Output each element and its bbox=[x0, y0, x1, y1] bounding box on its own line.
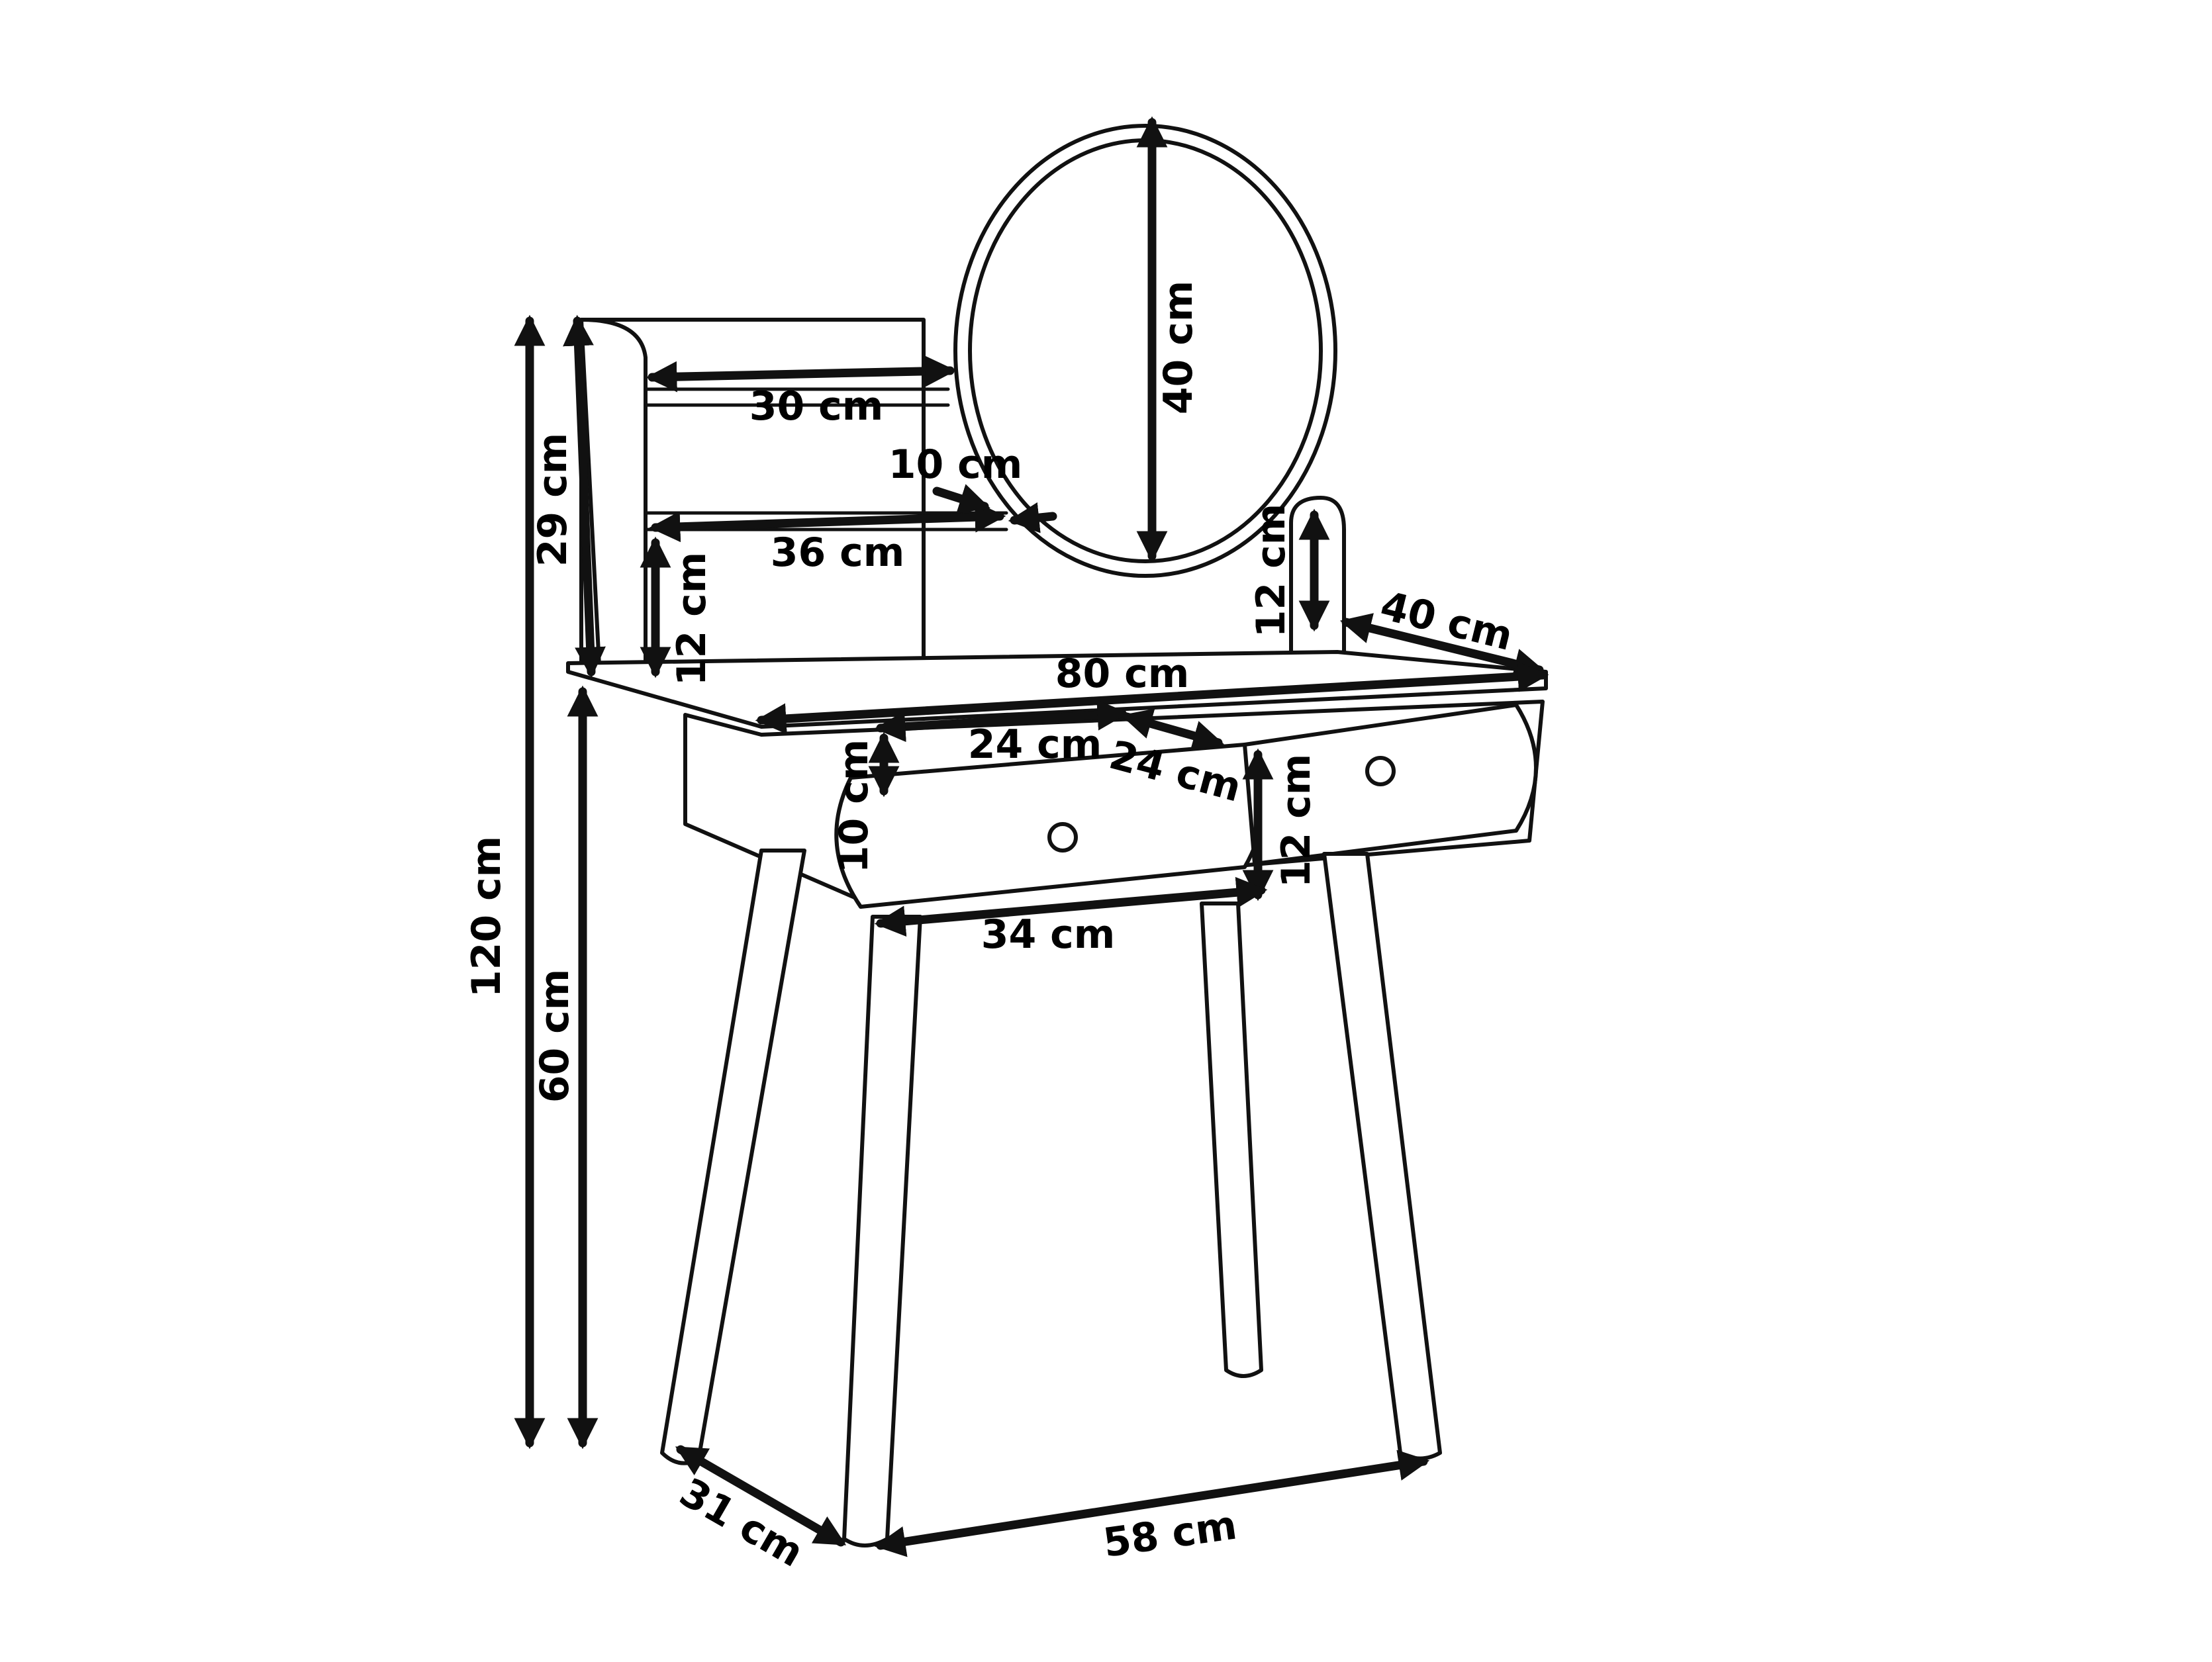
dim-line-mirror-gap-a bbox=[932, 484, 990, 514]
label-lower-shelf-width: 36 cm bbox=[771, 530, 904, 576]
dim-line-leg-width bbox=[874, 1450, 1430, 1557]
dim-line-leg-depth bbox=[675, 1445, 847, 1547]
leg-front-center bbox=[842, 915, 922, 1547]
label-top-width: 80 cm bbox=[1055, 651, 1189, 697]
label-drawer-inner-width: 24 cm bbox=[968, 721, 1102, 768]
leg-back-right bbox=[1200, 901, 1263, 1378]
label-drawer-front-width: 34 cm bbox=[981, 911, 1115, 958]
drawer-left-knob bbox=[1047, 822, 1078, 853]
label-back-lower-height: 12 cm bbox=[669, 552, 715, 686]
dim-line-drawer-inner-depth bbox=[1120, 708, 1225, 751]
label-mirror-diameter: 40 cm bbox=[1155, 281, 1202, 414]
dim-line-drawer-front-width bbox=[874, 876, 1268, 937]
label-mirror-gap: 10 cm bbox=[889, 441, 1022, 488]
dimension-labels: 120 cm 60 cm 29 cm 12 cm 30 cm 36 cm 10 … bbox=[463, 281, 1517, 1577]
label-back-panel-height: 29 cm bbox=[530, 433, 576, 567]
drawer-right-knob bbox=[1365, 756, 1396, 786]
label-upper-shelf-width: 30 cm bbox=[749, 383, 883, 430]
dimension-lines bbox=[514, 116, 1549, 1557]
dim-line-mirror-gap-b bbox=[1008, 502, 1057, 533]
mirror-glass bbox=[968, 138, 1323, 563]
label-side-post-height: 12 cm bbox=[1248, 504, 1294, 637]
leg-front-left bbox=[660, 849, 806, 1465]
label-drawer-front-height: 12 cm bbox=[1273, 754, 1320, 888]
label-drawer-inner-height: 10 cm bbox=[831, 739, 877, 873]
dim-line-upper-shelf bbox=[646, 355, 957, 392]
leg-front-right bbox=[1322, 852, 1442, 1461]
label-total-height: 120 cm bbox=[463, 836, 510, 997]
dim-line-lower-shelf bbox=[649, 501, 1006, 543]
label-leg-height: 60 cm bbox=[532, 969, 578, 1103]
dim-line-drawer-inner-width bbox=[874, 699, 1129, 743]
dim-line-back-panel bbox=[563, 314, 606, 678]
legs bbox=[660, 849, 1442, 1547]
